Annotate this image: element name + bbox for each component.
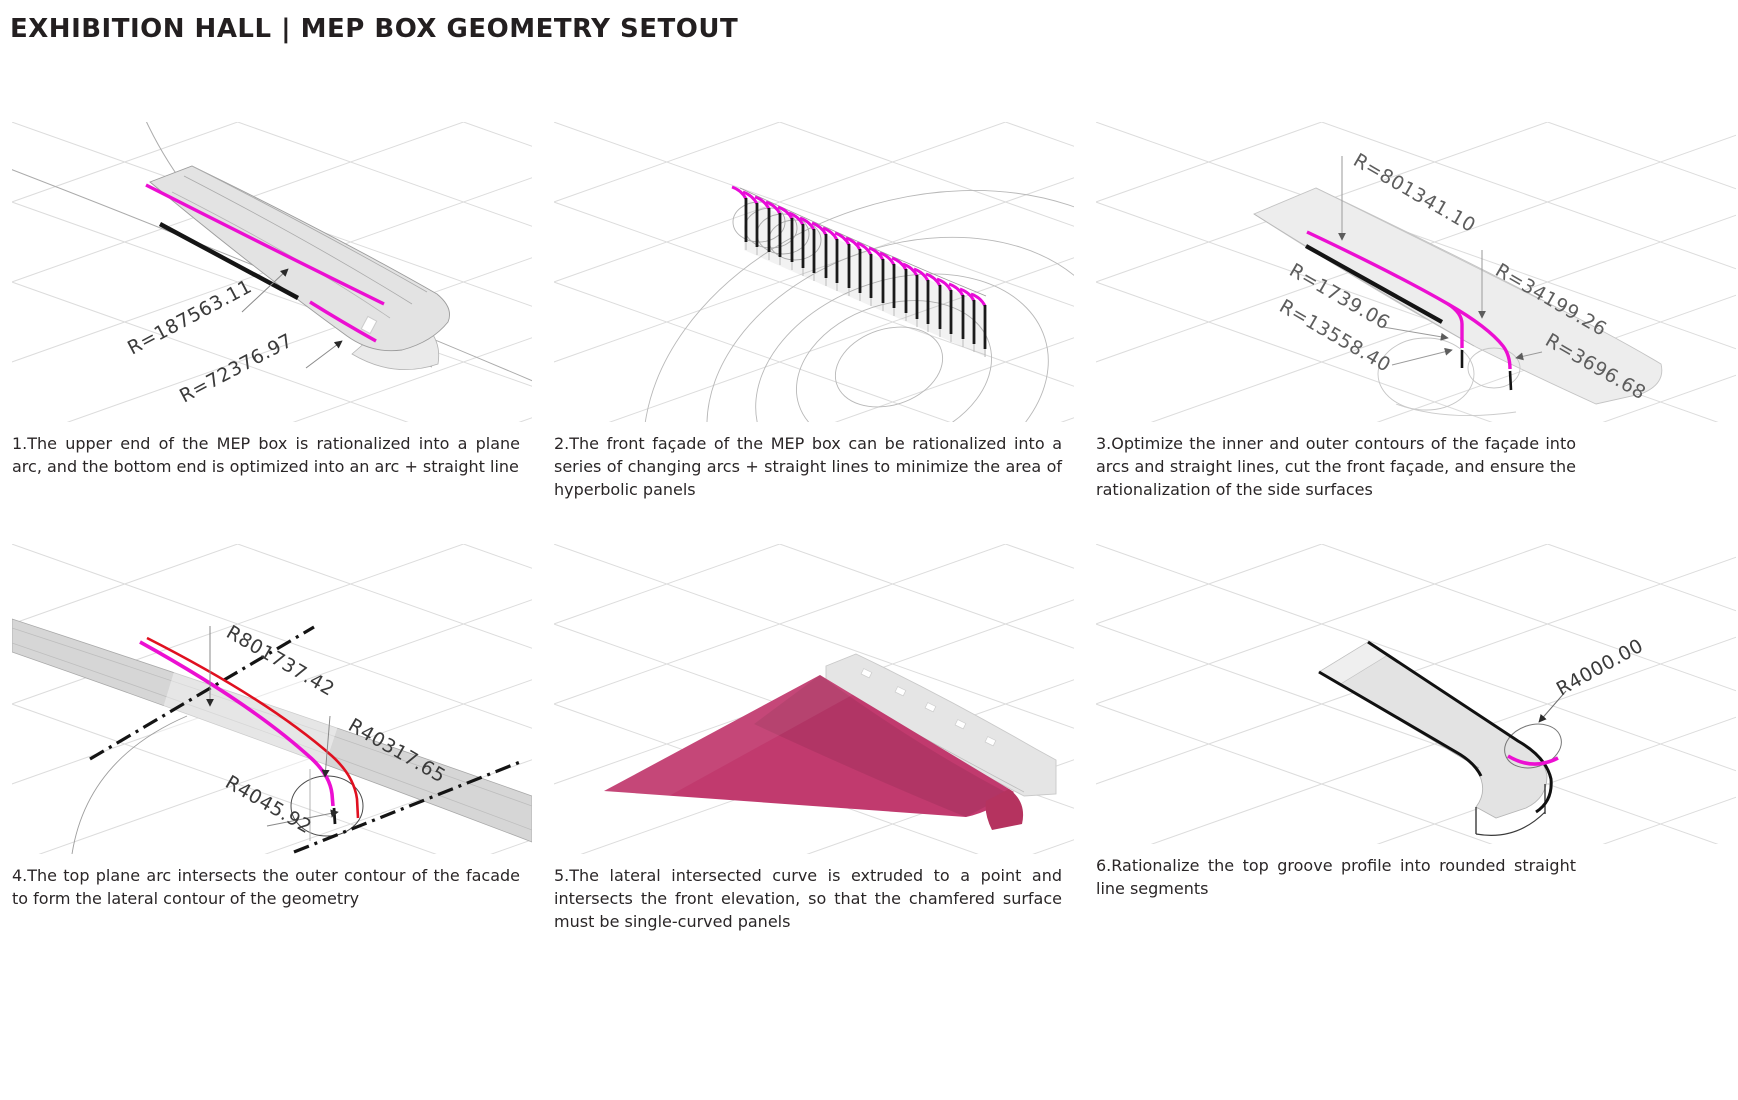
diagram-contour-optimization: R=801341.10 R=34199.26 R=3696.68 R=1739.… — [1096, 122, 1736, 422]
diagram-lateral-contour: R801737.42 R40317.65 R4045.92 — [12, 543, 532, 854]
panel-caption: 1.The upper end of the MEP box is ration… — [12, 434, 520, 477]
panel-caption: 5.The lateral intersected curve is extru… — [554, 865, 1062, 931]
panel-caption: 4.The top plane arc intersects the outer… — [12, 865, 520, 908]
diagram-mep-box-arc-rationalization: R=187563.11 R=72376.97 — [12, 122, 532, 422]
radius-label: R=72376.97 — [176, 329, 297, 407]
panel-caption: 2.The front façade of the MEP box can be… — [554, 434, 1062, 500]
radius-label: R=187563.11 — [124, 275, 256, 359]
panel-1: R=187563.11 R=72376.97 1.The upper end o… — [12, 122, 532, 502]
panel-5: 5.The lateral intersected curve is extru… — [554, 543, 1074, 934]
diagram-groove-profile: R4000.00 — [1096, 543, 1736, 844]
panel-caption: 6.Rationalize the top groove profile int… — [1096, 855, 1576, 898]
panel-3: R=801341.10 R=34199.26 R=3696.68 R=1739.… — [1096, 122, 1736, 502]
diagram-facade-arc-series — [554, 122, 1074, 422]
panel-4: R801737.42 R40317.65 R4045.92 4.The top … — [12, 543, 532, 934]
panel-2: 2.The front façade of the MEP box can be… — [554, 122, 1074, 502]
panel-6: R4000.00 6.Rationalize the top groove pr… — [1096, 543, 1736, 934]
panel-caption: 3.Optimize the inner and outer contours … — [1096, 434, 1576, 500]
panel-grid: R=187563.11 R=72376.97 1.The upper end o… — [10, 122, 1738, 933]
radius-label: R4000.00 — [1553, 634, 1647, 700]
page-title: EXHIBITION HALL | MEP BOX GEOMETRY SETOU… — [10, 14, 739, 44]
diagram-chamfered-surface — [554, 543, 1074, 854]
